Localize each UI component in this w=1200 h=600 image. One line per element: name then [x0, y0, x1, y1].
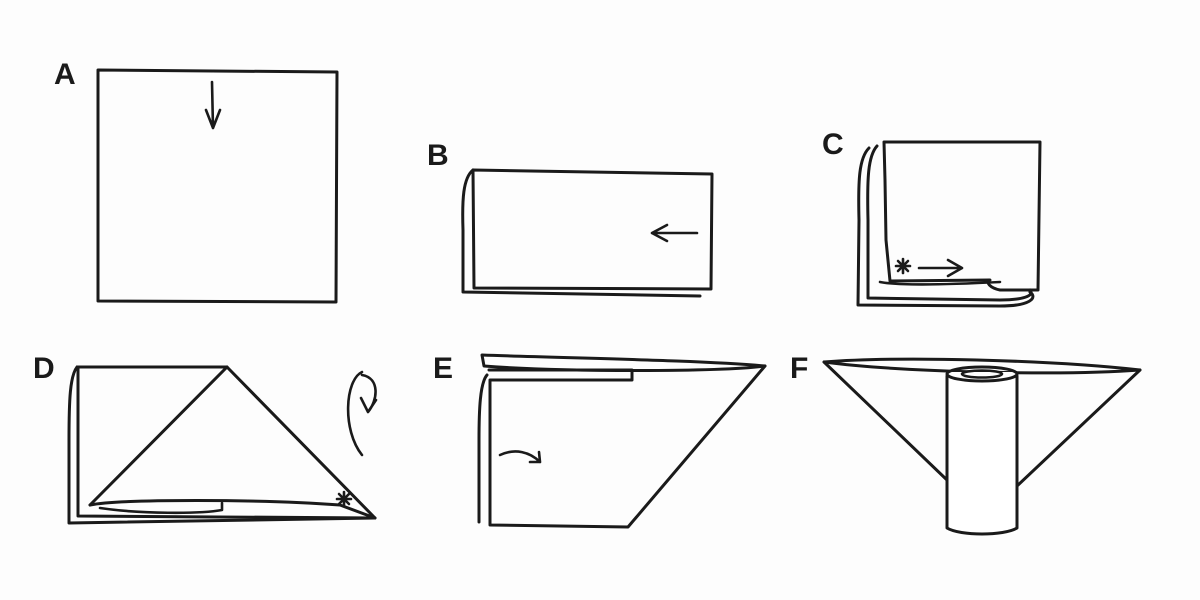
- step-d-figure: [67, 365, 378, 525]
- step-f-figure: [822, 357, 1142, 536]
- step-f-right-fan: [1015, 368, 1142, 488]
- step-b-figure: [461, 168, 714, 298]
- step-a-fold-down-arrow-icon: [204, 80, 222, 130]
- step-f-ring-top-outer: [945, 365, 1019, 383]
- step-c-inner-curl: [878, 280, 1002, 286]
- step-e-front-panel: [487, 364, 767, 529]
- step-a-figure: [96, 68, 339, 304]
- step-c-front-layer: [882, 140, 1042, 292]
- step-f-napkin-ring: [945, 365, 1019, 536]
- step-d-back-layer: [67, 365, 377, 525]
- step-b-back-layer: [461, 168, 702, 298]
- step-d-front-panel: [76, 365, 377, 520]
- step-label-f: F: [790, 352, 809, 385]
- step-c-figure: [856, 140, 1042, 308]
- step-label-e: E: [433, 352, 454, 385]
- step-c-star-marker-icon: [894, 257, 912, 275]
- step-label-c: C: [822, 128, 844, 161]
- step-label-d: D: [33, 352, 55, 385]
- step-f-ring-top-inner: [960, 369, 1004, 379]
- step-e-back-layer: [477, 373, 489, 524]
- step-e-figure: [477, 353, 767, 529]
- step-c-middle-layer: [866, 144, 1033, 302]
- step-d-star-marker-icon: [335, 490, 353, 508]
- step-f-ring-body: [945, 374, 1019, 536]
- step-a-square: [96, 68, 339, 304]
- step-b-front-rect: [471, 168, 714, 291]
- step-c-fold-right-arrow-icon: [917, 258, 964, 278]
- step-f-ring-fill: [947, 372, 1017, 534]
- step-e-fold-curve-arrow-icon: [498, 450, 542, 464]
- step-f-left-fan: [822, 360, 949, 482]
- step-e-top-ellipse: [480, 353, 767, 372]
- step-d-diagonal-fold: [88, 365, 229, 507]
- step-d-lower-flap: [88, 499, 377, 520]
- step-b-fold-left-arrow-icon: [650, 223, 699, 243]
- step-label-a: A: [54, 58, 76, 91]
- step-c-outer-layer: [856, 146, 1035, 308]
- step-d-rotate-icon: [346, 370, 378, 457]
- step-d-inner-curl: [98, 501, 224, 515]
- step-label-b: B: [427, 139, 449, 172]
